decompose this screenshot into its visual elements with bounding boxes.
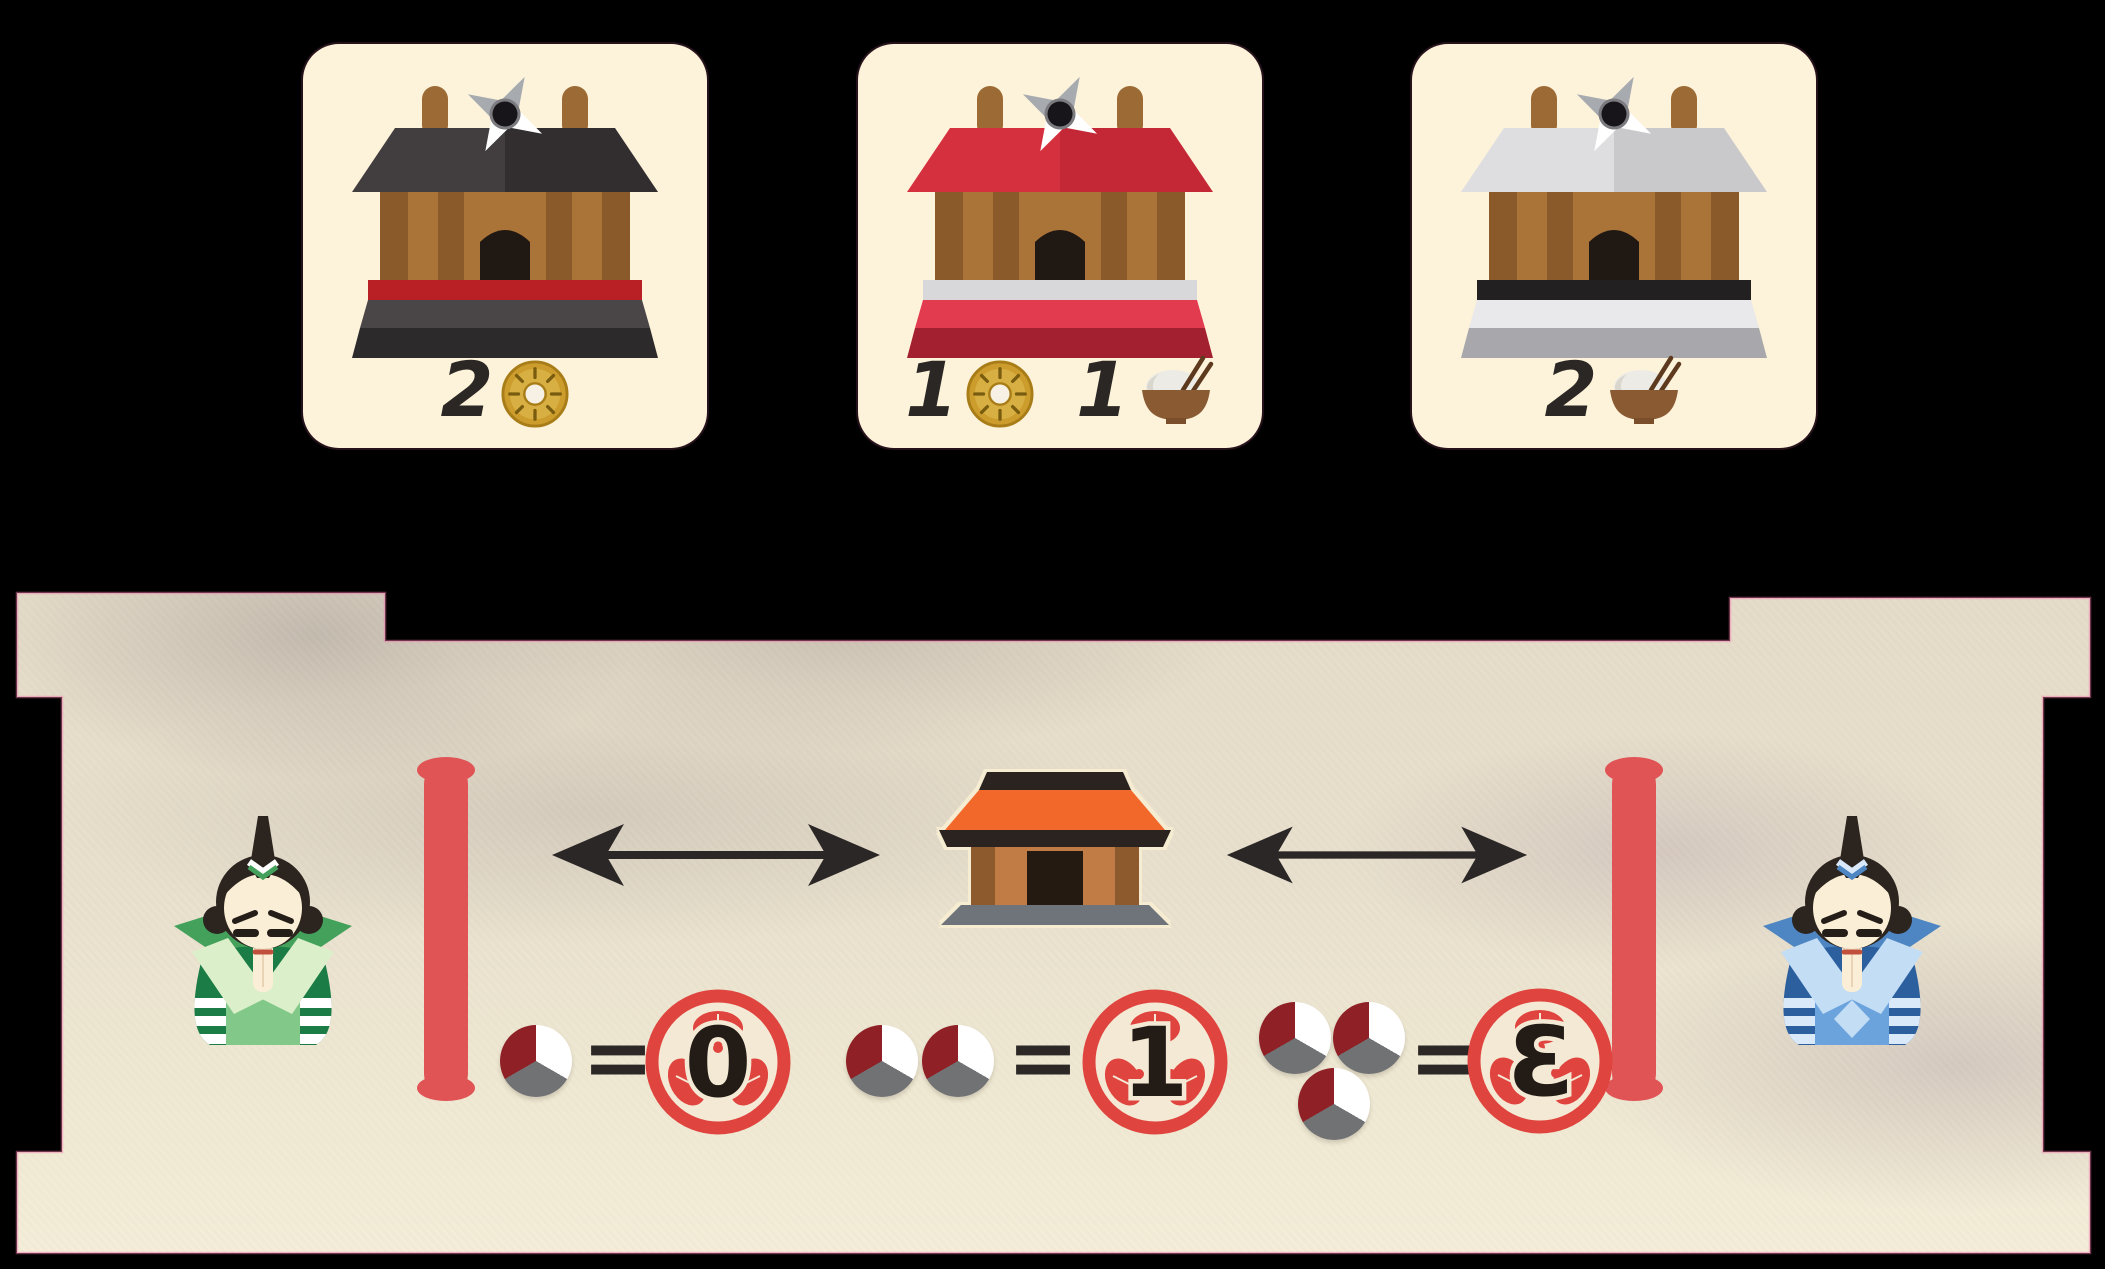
pagoda-icon: [907, 70, 1213, 358]
cost-quantity: 2: [1544, 345, 1598, 434]
sleeve: [192, 938, 270, 1014]
building-card-red-pagoda[interactable]: 1 1: [858, 44, 1262, 448]
left-brush-stroke: [417, 757, 475, 1101]
building-card-white-pagoda[interactable]: 2: [1412, 44, 1816, 448]
pie-chart-icon: [922, 1025, 994, 1097]
building-card-black-pagoda[interactable]: 2: [303, 44, 707, 448]
face: [224, 867, 302, 949]
equals-sign: =: [582, 1008, 655, 1108]
sleeve: [1781, 938, 1859, 1014]
pie-chart-icon: [1259, 1002, 1331, 1074]
rice-bowl-icon: [1605, 354, 1683, 426]
stamp-value: 0: [685, 1007, 752, 1119]
card-cost: 2: [1412, 345, 1816, 436]
green-daimyo-figure: [174, 816, 352, 1045]
white-pagoda-illustration: [1459, 70, 1769, 360]
village-house-icon: [939, 772, 1171, 925]
right-brush-stroke: [1605, 757, 1663, 1101]
sleeve: [256, 938, 334, 1014]
pie-chart-icon: [1333, 1002, 1405, 1074]
pie-chart-icon: [846, 1025, 918, 1097]
right-double-arrow-icon: [1226, 826, 1528, 884]
hat: [1839, 816, 1865, 878]
score-stamp-1: 1: [1077, 984, 1233, 1140]
stamp-value: 1: [1122, 1007, 1189, 1119]
coin-icon: [501, 360, 570, 428]
equals-sign: =: [1409, 1008, 1482, 1108]
score-stamp-3-mirrored: 3: [1462, 983, 1618, 1139]
left-double-arrow-icon: [552, 824, 880, 886]
equals-sign: =: [1007, 1008, 1080, 1108]
blue-daimyo-figure: [1763, 816, 1941, 1045]
black-pagoda-illustration: [350, 70, 660, 360]
pagoda-icon: [1461, 70, 1767, 358]
cost-quantity: 1: [905, 345, 958, 434]
coin-icon: [966, 360, 1034, 428]
cost-quantity: 2: [440, 345, 494, 434]
pie-chart-icon: [1298, 1068, 1370, 1140]
hat: [250, 816, 276, 878]
score-stamp-0: 0: [640, 984, 796, 1140]
red-pagoda-illustration: [905, 70, 1215, 360]
cost-quantity: 1: [1076, 345, 1129, 434]
pie-chart-icon: [500, 1025, 572, 1097]
pagoda-icon: [352, 70, 658, 358]
face: [1813, 867, 1891, 949]
rice-bowl-icon: [1137, 354, 1215, 426]
card-cost: 2: [303, 345, 707, 436]
card-cost: 1 1: [858, 345, 1262, 436]
sleeve: [1845, 938, 1923, 1014]
stamp-value: 3: [1507, 1006, 1574, 1118]
